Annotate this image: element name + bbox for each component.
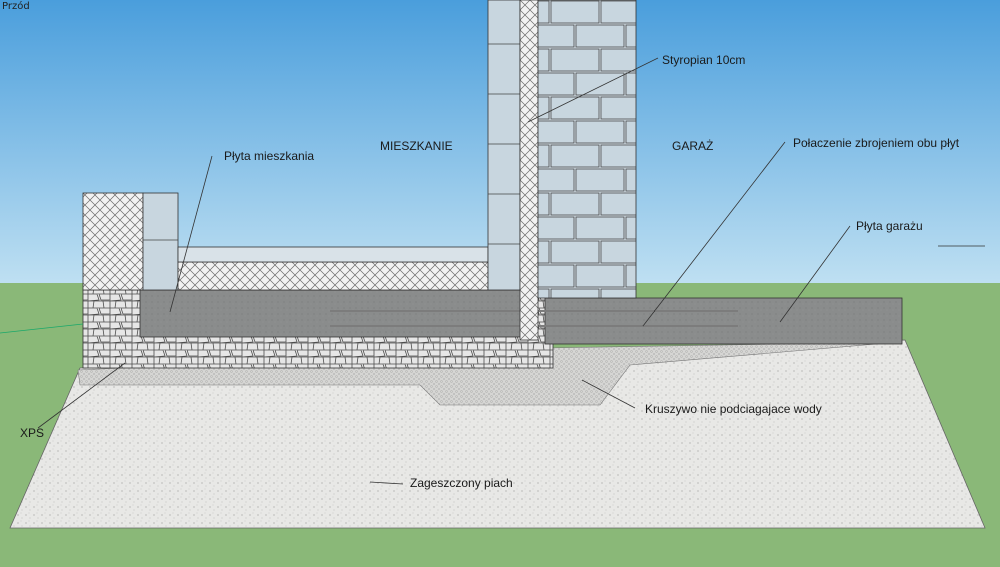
label-polaczenie: Połaczenie zbrojeniem obu płyt <box>793 136 960 150</box>
axis-line-green <box>0 323 84 334</box>
leader-styropian <box>527 57 659 123</box>
leader-polaczenie <box>642 141 786 327</box>
leader-xps <box>37 362 126 429</box>
label-piach: Zageszczony piach <box>410 476 513 490</box>
floor-insulation <box>177 261 489 291</box>
label-styropian: Styropian 10cm <box>662 53 746 67</box>
scene-tab[interactable]: Przód <box>2 1 30 12</box>
label-mieszkanie: MIESZKANIE <box>380 139 453 153</box>
leader-plyta-mieszkania <box>169 155 213 313</box>
garage-wall-blocks <box>537 0 637 299</box>
garage-slab <box>544 297 903 345</box>
leader-plyta-garazu <box>779 225 851 323</box>
floor-finish <box>177 246 489 263</box>
label-plyta-garazu: Płyta garażu <box>856 219 923 233</box>
label-plyta-mieszkania: Płyta mieszkania <box>224 149 315 163</box>
left-wall-insulation <box>82 192 144 291</box>
living-slab <box>139 289 536 338</box>
gravel-layer <box>77 341 901 406</box>
label-xps: XPS <box>20 426 45 440</box>
leader-kruszywo <box>581 379 636 409</box>
left-wall-blocks <box>142 192 179 291</box>
leader-piach <box>369 481 404 485</box>
label-garaz: GARAŻ <box>672 139 714 153</box>
styrofoam-strip <box>519 0 539 341</box>
center-wall-blocks <box>487 0 521 291</box>
label-kruszywo: Kruszywo nie podciagajace wody <box>645 402 822 416</box>
